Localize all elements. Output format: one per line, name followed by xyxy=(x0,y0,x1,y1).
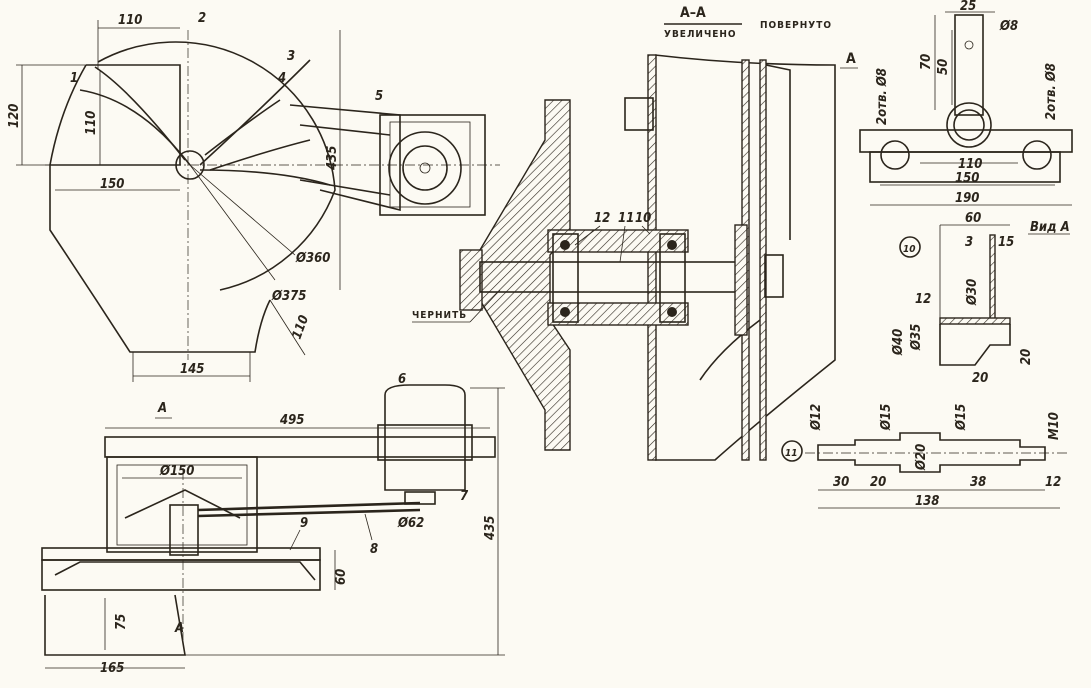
dim-inner-height: 110 xyxy=(84,111,99,135)
side-view: 1 2 3 4 5 110 120 110 150 435 Ø360 Ø375 … xyxy=(7,11,500,382)
dim-part10-thick: 3 xyxy=(965,235,973,250)
part-10-number: 10 xyxy=(903,244,916,255)
dim-pulley-dia: Ø62 xyxy=(397,516,424,531)
dim-part11-l4: 12 xyxy=(1045,475,1061,490)
dim-disc-dia: Ø360 xyxy=(295,251,330,266)
dim-part11-l3: 38 xyxy=(970,475,986,490)
part-label-12: 12 xyxy=(594,211,610,226)
section-arrow-label: А xyxy=(846,51,856,67)
section-title: А–А xyxy=(680,5,706,21)
dim-part11-d3: Ø15 xyxy=(954,404,969,431)
blacken-callout: ЧЕРНИТЬ xyxy=(412,310,467,321)
dim-height-total: 435 xyxy=(325,146,340,170)
part-label-11: 11 xyxy=(618,211,634,226)
section-mark-bottom: А xyxy=(174,621,184,636)
dim-bracket-holes-left: 2отв. Ø8 xyxy=(875,68,890,125)
dim-bracket-width-top: 25 xyxy=(960,0,976,14)
dim-part10-dia-inner: Ø30 xyxy=(965,279,980,306)
part-11-drawing: 11 Ø12 Ø15 Ø15 M10 Ø20 30 20 38 12 138 xyxy=(781,404,1070,509)
section-mark-top: А xyxy=(157,401,167,416)
part-label-1: 1 xyxy=(70,71,78,86)
front-view: А 495 Ø150 6 7 Ø62 8 9 60 75 435 xyxy=(41,372,505,676)
dim-part11-d2: Ø15 xyxy=(879,404,894,431)
dim-part10-height: 20 xyxy=(1019,349,1034,365)
dim-height-frame: 60 xyxy=(334,569,349,585)
dim-part11-l2: 20 xyxy=(870,475,886,490)
part-label-10: 10 xyxy=(635,211,651,226)
dim-part10-width: 60 xyxy=(965,211,981,226)
dim-bracket-base-mid: 150 xyxy=(955,171,979,186)
dim-length: 495 xyxy=(280,413,304,428)
part-label-7: 7 xyxy=(460,489,469,504)
dim-part10-foot: 20 xyxy=(972,371,988,386)
dim-part11-total: 138 xyxy=(915,494,939,509)
dim-total-height: 435 xyxy=(483,516,498,540)
dim-part11-l1: 30 xyxy=(833,475,849,490)
dim-bracket-base-total: 190 xyxy=(955,191,979,206)
dim-disc-dia: Ø150 xyxy=(159,464,194,479)
dim-bracket-height-outer: 70 xyxy=(919,54,934,70)
dim-bracket-base-inner: 110 xyxy=(958,157,982,172)
dim-part10-dia-bore: Ø35 xyxy=(909,324,924,351)
bracket-drawing: 25 Ø8 70 50 2отв. Ø8 2отв. Ø8 110 150 19… xyxy=(859,0,1073,206)
dim-top-width: 110 xyxy=(118,13,142,28)
dim-part10-step: 12 xyxy=(915,292,931,307)
dim-height-left: 120 xyxy=(7,104,22,128)
dim-part11-thread: M10 xyxy=(1047,412,1062,440)
section-a-a: А–А УВЕЛИЧЕНО ПОВЕРНУТО А 12 11 10 ЧЕРНИ… xyxy=(412,5,858,461)
view-a-label: Вид А xyxy=(1030,220,1070,235)
part-11-number: 11 xyxy=(785,448,798,459)
section-note: ПОВЕРНУТО xyxy=(760,20,832,31)
dim-leg-height: 75 xyxy=(114,614,129,630)
part-label-6: 6 xyxy=(398,372,406,387)
dim-part11-d4: Ø20 xyxy=(914,444,929,471)
dim-base-width: 165 xyxy=(100,661,124,676)
part-label-9: 9 xyxy=(300,516,308,531)
part-label-5: 5 xyxy=(375,89,383,104)
dim-bottom-width: 145 xyxy=(180,362,204,377)
part-label-4: 4 xyxy=(278,71,286,86)
part-label-3: 3 xyxy=(287,49,295,64)
dim-chute-height: 110 xyxy=(290,313,312,341)
part-label-2: 2 xyxy=(198,11,206,26)
dim-part10-dia-outer: Ø40 xyxy=(891,329,906,356)
dim-casing-dia: Ø375 xyxy=(271,289,306,304)
dim-part11-d1: Ø12 xyxy=(809,404,824,431)
dim-hopper-width: 150 xyxy=(100,177,124,192)
part-label-8: 8 xyxy=(370,542,378,557)
dim-part10-lip: 15 xyxy=(998,235,1014,250)
part-10-drawing: 10 Вид А 60 3 15 Ø30 12 Ø40 Ø35 20 20 xyxy=(891,211,1070,386)
dim-bracket-hole: Ø8 xyxy=(999,19,1018,34)
dim-bracket-holes-right: 2отв. Ø8 xyxy=(1044,63,1059,120)
section-subtitle: УВЕЛИЧЕНО xyxy=(664,29,737,40)
dim-bracket-height-inner: 50 xyxy=(936,59,951,75)
